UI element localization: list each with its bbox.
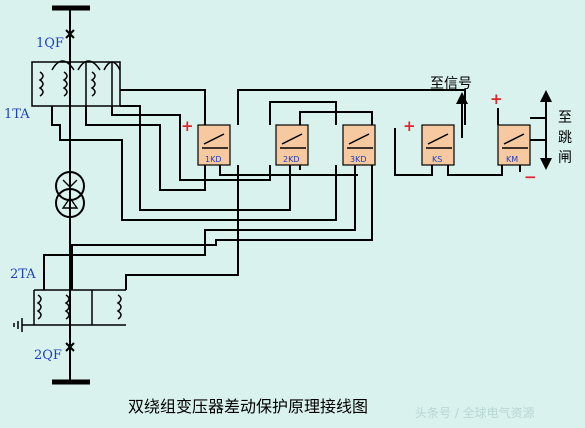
breaker-1qf-symbol bbox=[65, 29, 75, 39]
relay-2kd-label: 2KD bbox=[283, 155, 300, 164]
km-plus-marker: + bbox=[490, 90, 503, 108]
label-to-trip-3: 闸 bbox=[558, 150, 572, 166]
diagram-caption: 双绕组变压器差动保护原理接线图 bbox=[128, 397, 368, 416]
relay-2kd: 2KD bbox=[275, 124, 309, 166]
ct-2ta-group bbox=[13, 289, 126, 332]
primary-circuit bbox=[52, 5, 90, 385]
ground-symbol bbox=[13, 318, 34, 332]
relay-plus-marker-1: + bbox=[181, 117, 194, 135]
ct-1ta-group bbox=[31, 60, 121, 107]
relay-3kd-label: 3KD bbox=[350, 155, 367, 164]
label-2qf: 2QF bbox=[34, 348, 62, 363]
relay-1kd: 1KD bbox=[197, 124, 231, 166]
label-1ta: 1TA bbox=[4, 107, 30, 122]
relay-km-label: KM bbox=[506, 155, 518, 164]
label-to-trip-1: 至 bbox=[558, 110, 572, 126]
relay-km: KM bbox=[497, 124, 531, 166]
label-1qf: 1QF bbox=[36, 36, 64, 51]
relay-ks: KS bbox=[421, 124, 455, 166]
transformer-symbol bbox=[55, 171, 85, 218]
km-minus-marker: − bbox=[524, 168, 537, 186]
relay-plus-marker-2: + bbox=[403, 117, 416, 135]
relay-3kd: 3KD bbox=[342, 124, 376, 166]
label-to-trip-2: 跳 bbox=[558, 130, 572, 146]
watermark-text: 头条号 / 全球电气资源 bbox=[415, 405, 535, 420]
breaker-2qf-symbol bbox=[65, 342, 75, 352]
label-to-signal: 至信号 bbox=[430, 76, 472, 92]
secondary-wiring bbox=[43, 89, 552, 290]
relay-1kd-label: 1KD bbox=[205, 155, 222, 164]
relay-ks-label: KS bbox=[432, 155, 442, 164]
label-2ta: 2TA bbox=[10, 267, 36, 282]
